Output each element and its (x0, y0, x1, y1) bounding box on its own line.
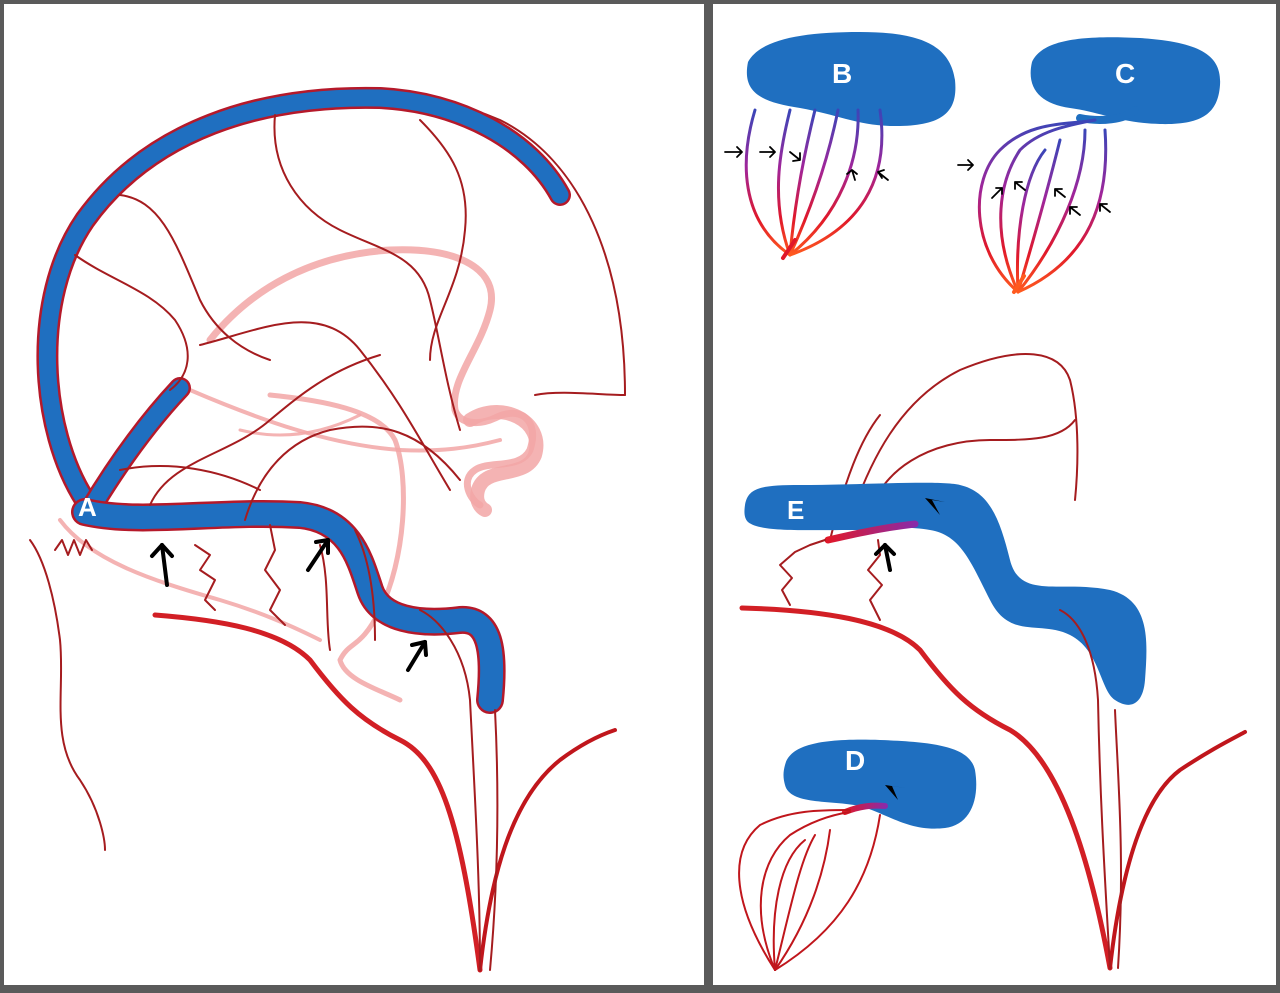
panel-e-diagram: E (739, 353, 1247, 971)
fistula-arrow-2 (306, 538, 330, 572)
panel-a-label: A (78, 492, 97, 522)
fistula-arrow-3 (406, 640, 428, 672)
panel-e-label: E (787, 495, 804, 525)
fistula-arrow-1 (150, 543, 174, 587)
panel-d-arrowhead (885, 785, 906, 800)
panel-c-diagram: C (957, 37, 1221, 294)
panel-a-diagram: A (29, 86, 626, 973)
panel-b-label: B (832, 58, 852, 89)
panel-c-small-arrows (957, 159, 1111, 216)
panel-e-arrowhead (925, 498, 945, 515)
panel-b-small-arrows (724, 146, 889, 181)
panel-d-diagram: D (738, 739, 977, 971)
panel-b-diagram: B (724, 32, 956, 260)
panel-e-arrow (874, 543, 896, 572)
panel-d-label: D (845, 745, 865, 776)
panel-c-label: C (1115, 58, 1135, 89)
